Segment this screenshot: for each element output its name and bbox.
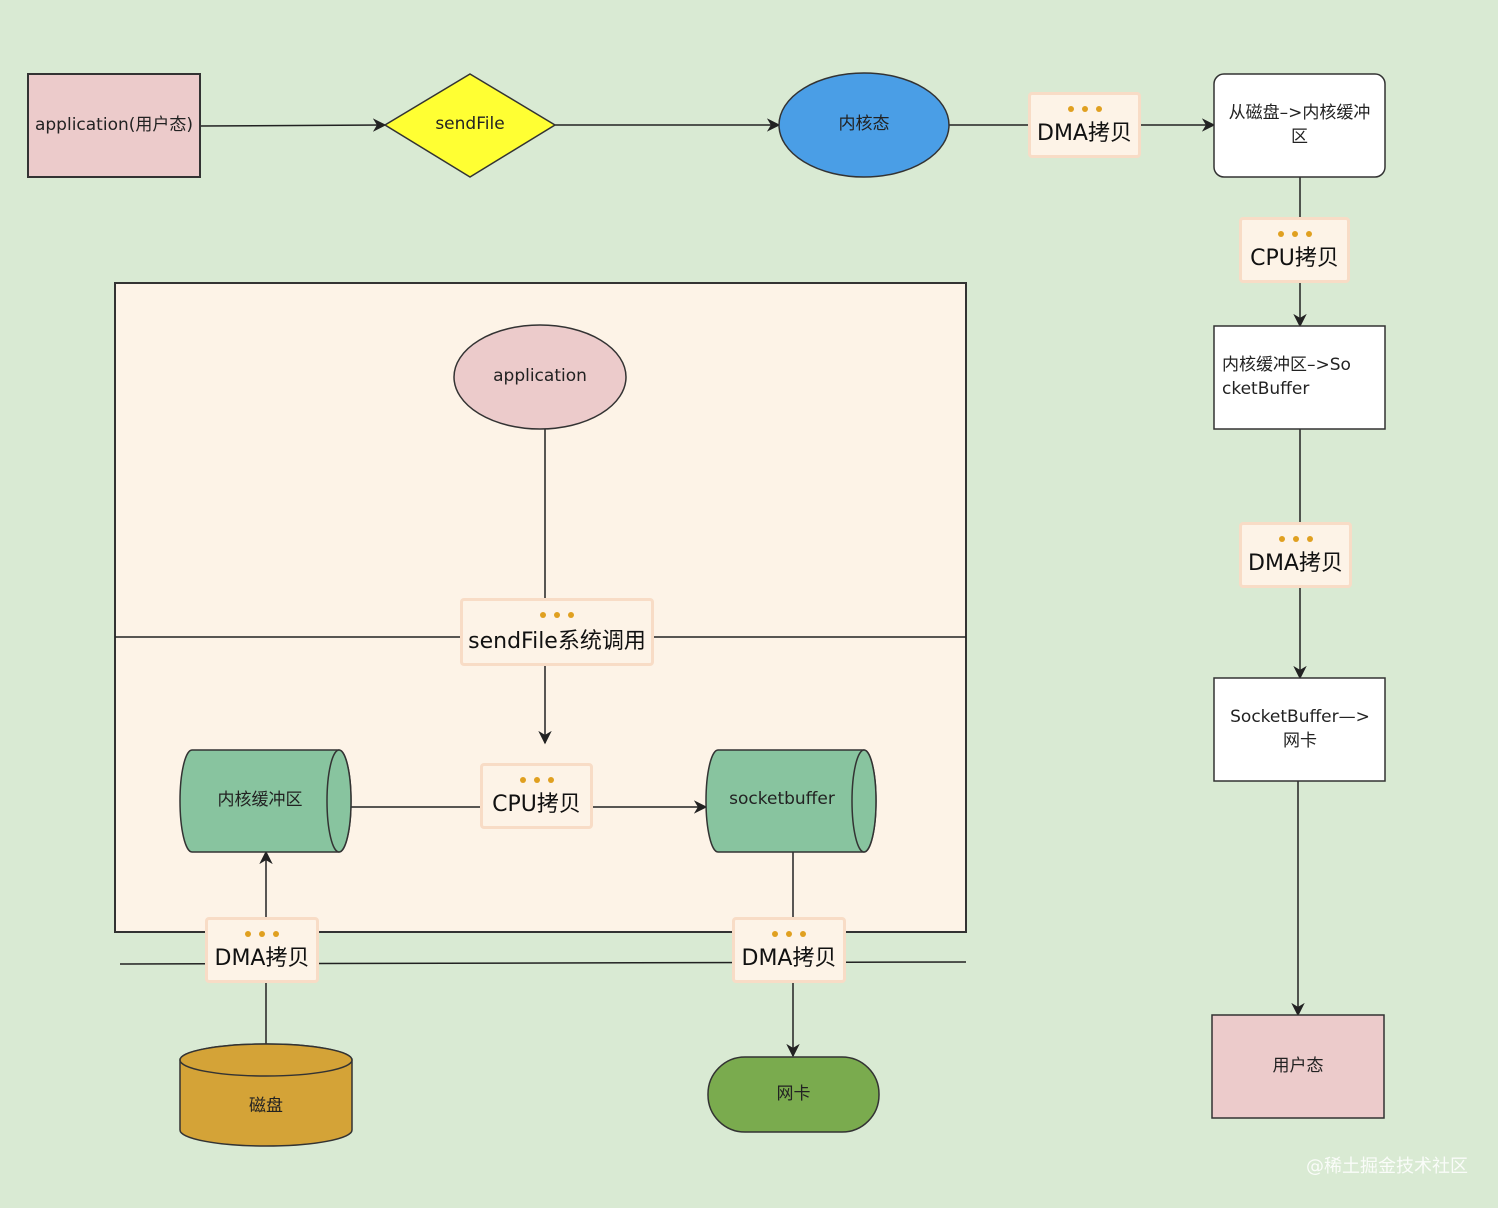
- dma-copy-card-top: DMA拷贝: [1028, 92, 1141, 158]
- dots-icon: [735, 926, 843, 939]
- kernel-buffer-cylinder: [179, 749, 352, 853]
- nic-shape: [707, 1056, 880, 1133]
- dots-icon: [1242, 226, 1347, 239]
- sendfile-syscall-card: sendFile系统调用: [460, 598, 654, 666]
- cpu-copy-card-inner: CPU拷贝: [480, 763, 593, 829]
- application-user-label: application(用户态): [34, 114, 194, 135]
- watermark: @稀土掘金技术社区: [1306, 1156, 1468, 1177]
- application-user-box: [27, 73, 201, 178]
- dots-icon: [463, 607, 651, 620]
- cpu-copy-card-right: CPU拷贝: [1239, 217, 1350, 283]
- socketbuffer-label: socketbuffer: [729, 789, 835, 810]
- edge-app-to-sendfile: [199, 118, 387, 132]
- application-ellipse: [453, 324, 627, 430]
- user-mode-label: 用户态: [1272, 1055, 1324, 1076]
- kernel-to-socket-label: 内核缓冲区–>SocketBuffer: [1222, 354, 1351, 399]
- dma-copy-card-right: DMA拷贝: [1239, 522, 1352, 588]
- dma-copy-card-nic: DMA拷贝: [732, 917, 846, 983]
- disk-to-kernel-label: 从磁盘–>内核缓冲区: [1228, 102, 1371, 147]
- kernel-mode-ellipse: [778, 72, 950, 178]
- socket-to-nic-label: SocketBuffer—>网卡: [1230, 706, 1370, 751]
- disk-to-kernel-box: [1213, 73, 1386, 178]
- dots-icon: [1242, 531, 1349, 544]
- socketbuffer-cylinder: [705, 749, 877, 853]
- sendfile-label: sendFile: [435, 114, 505, 135]
- kernel-mode-label: 内核态: [838, 114, 890, 135]
- application-label: application: [493, 366, 587, 387]
- dots-icon: [208, 926, 316, 939]
- dots-icon: [1031, 101, 1138, 114]
- socket-to-nic-box: [1213, 677, 1386, 782]
- nic-label: 网卡: [776, 1084, 811, 1105]
- dots-icon: [483, 772, 590, 785]
- kernel-buffer-label: 内核缓冲区: [217, 790, 303, 811]
- dma-copy-card-disk: DMA拷贝: [205, 917, 319, 983]
- sendfile-diamond: [383, 73, 557, 178]
- disk-cylinder: [179, 1043, 353, 1147]
- user-mode-box: [1211, 1014, 1385, 1119]
- disk-label: 磁盘: [249, 1096, 283, 1117]
- kernel-to-socket-box: [1213, 325, 1386, 430]
